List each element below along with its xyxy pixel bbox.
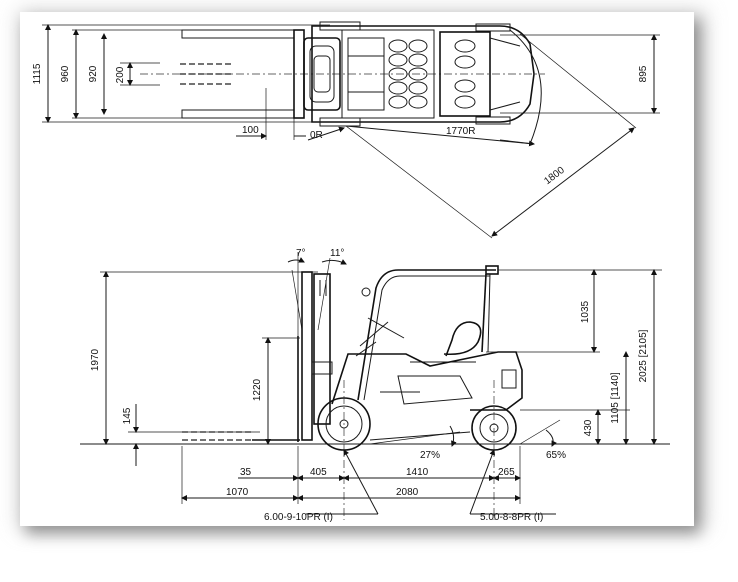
tire-label-rear: 5.00-8-8PR (I): [480, 512, 543, 523]
dim-label-1105: 1105 [1140]: [610, 372, 621, 424]
dim-label-1800: 1800: [542, 165, 567, 187]
dim-label-35: 35: [240, 467, 252, 478]
turn-radius-line: [345, 125, 535, 145]
overhead-guard-rear-post: [481, 273, 487, 353]
drawing-sheet: [20, 12, 694, 526]
fork-top-lower: [181, 109, 295, 119]
counterweight-top: [439, 31, 491, 117]
angle-label-11deg: 11°: [330, 248, 344, 259]
dim-label-2025: 2025 [2105]: [638, 329, 649, 382]
dim-label-960: 960: [60, 65, 71, 82]
overhead-guard-front-post: [357, 269, 496, 401]
dim-label-200: 200: [115, 66, 126, 83]
dim-label-920: 920: [88, 65, 99, 82]
dim-label-0r: 0R: [310, 130, 323, 141]
dim-line-1800: [491, 127, 635, 237]
dim-label-100: 100: [242, 125, 259, 136]
rear-wheel-top-lower: [475, 116, 511, 125]
dim-label-1115: 1115: [32, 63, 43, 84]
dim-label-1970: 1970: [90, 348, 101, 371]
tire-label-front: 6.00-9-10PR (I): [264, 512, 333, 523]
mast-top: [303, 37, 341, 111]
top-view: 1115 960 920 200 100: [32, 21, 660, 239]
dim-label-1770r: 1770R: [446, 126, 475, 137]
seat-back: [443, 321, 482, 357]
mast-inner: [313, 273, 331, 425]
dim-label-1035: 1035: [580, 300, 591, 323]
dim-label-895: 895: [638, 65, 649, 82]
angle-label-65pct: 65%: [546, 450, 566, 461]
mast-outer: [301, 271, 313, 441]
front-wheel-top-lower: [319, 117, 361, 127]
overhead-guard-top: [341, 29, 435, 119]
dim-label-1410: 1410: [406, 467, 429, 478]
dim-label-265: 265: [498, 467, 515, 478]
dim-label-430: 430: [583, 419, 594, 436]
dim-label-2080: 2080: [396, 487, 419, 498]
dim-label-145: 145: [122, 407, 133, 424]
hood-vents: [388, 39, 428, 109]
rear-wheel-top-upper: [475, 23, 511, 32]
front-wheel-top-upper: [319, 21, 361, 31]
dim-label-405: 405: [310, 467, 327, 478]
dim-label-1220: 1220: [252, 378, 263, 401]
angle-label-27pct: 27%: [420, 450, 440, 461]
side-view: 1970 1220 145 7° 11°: [80, 248, 670, 523]
angle-label-7deg: 7°: [296, 248, 306, 259]
dim-label-1070: 1070: [226, 487, 249, 498]
fork-top-upper: [181, 29, 295, 39]
steering-wheel: [367, 317, 405, 339]
